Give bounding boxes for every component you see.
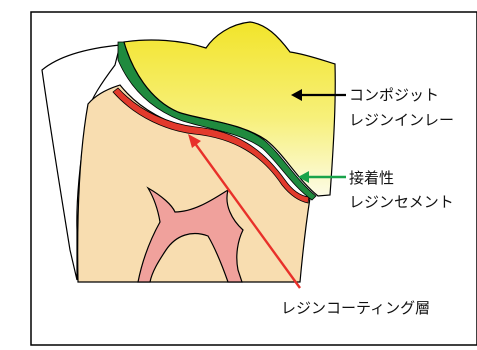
label-adhesive-cement-line2: レジンセメント <box>349 193 454 211</box>
label-adhesive-cement-line1: 接着性 <box>349 169 394 187</box>
label-resin-coating-layer: レジンコーティング層 <box>281 299 430 317</box>
label-composite-inlay-line1: コンポジット <box>349 86 439 104</box>
label-composite-inlay-line2: レジンインレー <box>349 111 454 129</box>
